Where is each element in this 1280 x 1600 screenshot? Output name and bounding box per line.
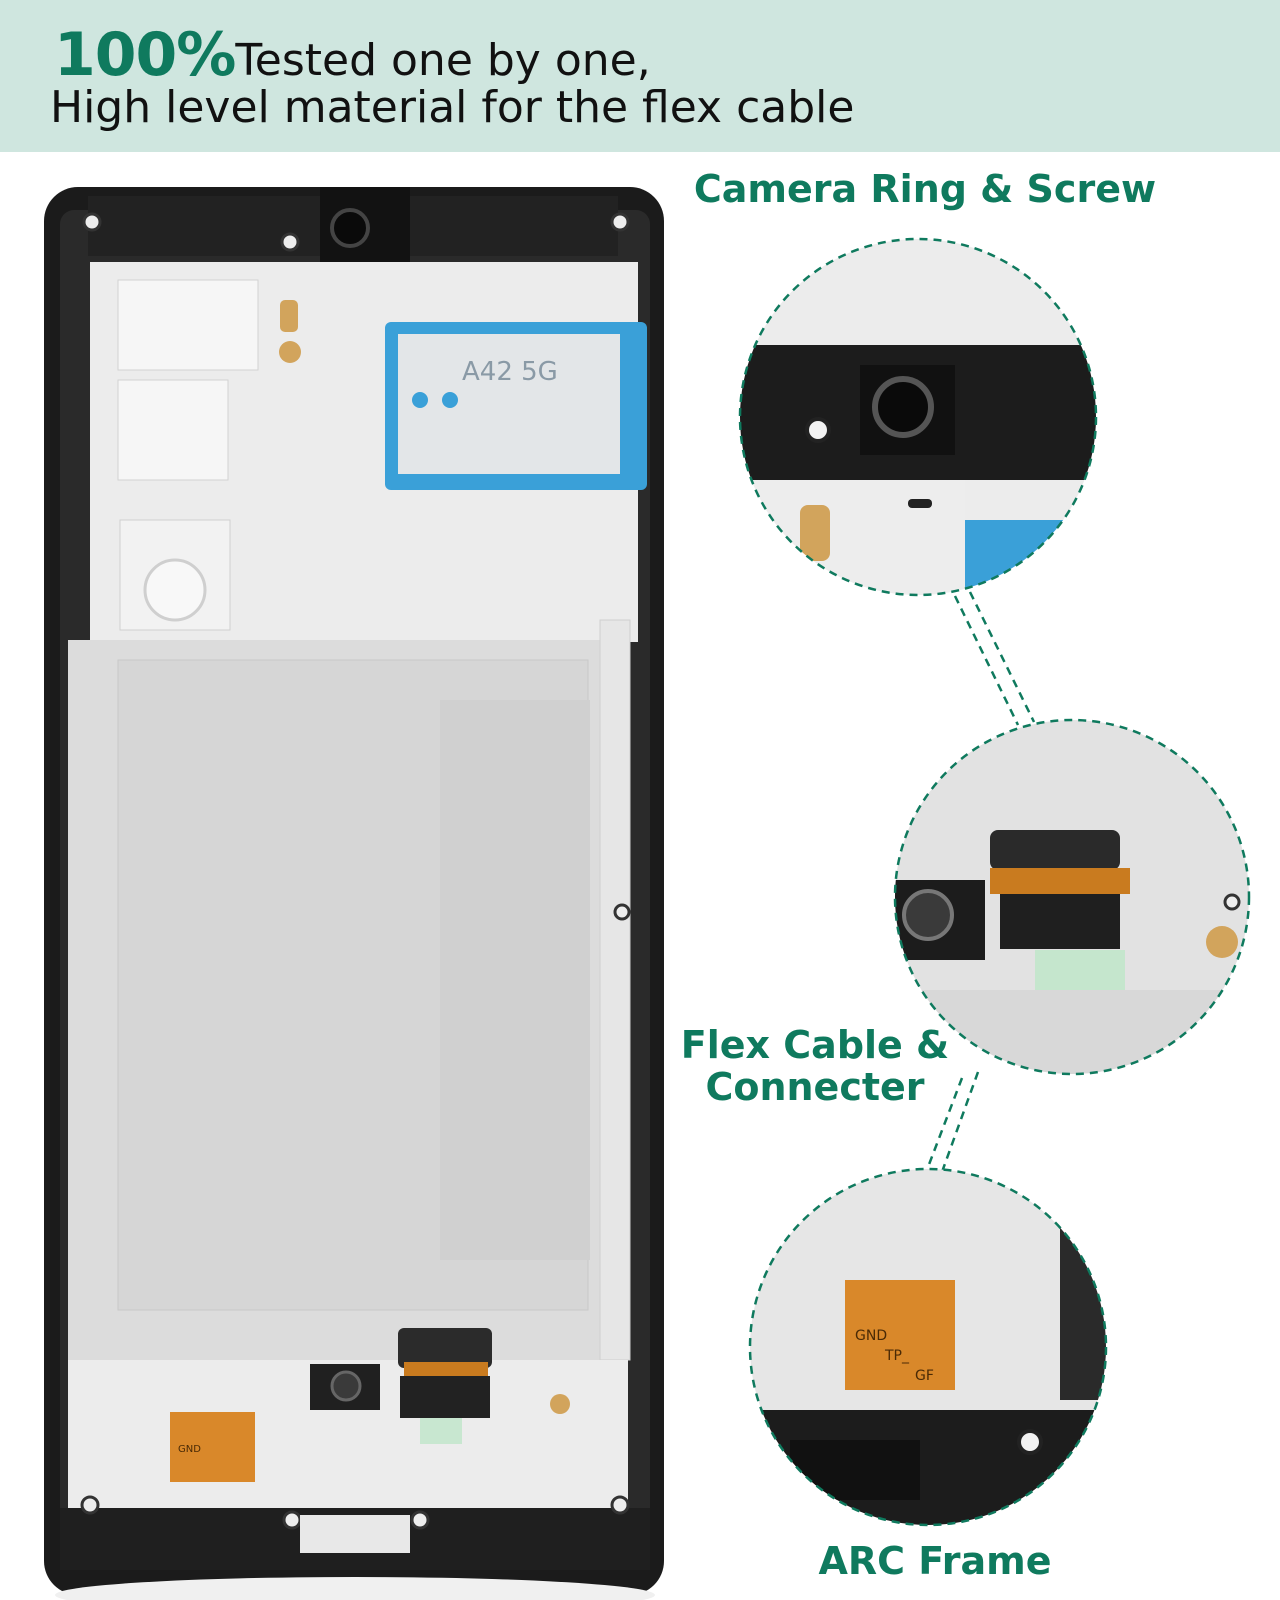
lcd-frame-assembly: A42 5G GND — [44, 187, 664, 1600]
flex-cable-orange — [170, 1412, 255, 1482]
headline-line-1: 100%Tested one by one, — [54, 20, 651, 90]
headline-line-2: High level material for the flex cable — [50, 82, 855, 133]
zoom-circle-arc-frame: GND TP_ GF — [748, 1167, 1108, 1527]
arc-gnd-text: GND — [855, 1328, 887, 1344]
headline-percent: 100% — [54, 20, 236, 90]
screw-icon — [805, 417, 831, 443]
callout-flex-line-1: Flex Cable & — [680, 1023, 950, 1067]
sticker-model-text: A42 5G — [462, 357, 558, 387]
callout-arc-frame: ARC Frame — [818, 1539, 1052, 1583]
arc-screw-icon — [1017, 1429, 1043, 1455]
camera-ring-icon — [330, 208, 370, 248]
arc-tp-text: TP_ — [884, 1348, 910, 1364]
callout-camera-ring: Camera Ring & Screw — [693, 167, 1157, 211]
zoom-circle-camera — [738, 237, 1098, 597]
callout-flex-line-2: Connecter — [705, 1065, 925, 1109]
headline-line-1-text: Tested one by one, — [235, 35, 651, 86]
callout-flex-cable: Flex Cable & Connecter — [670, 1024, 960, 1108]
camera-ring-zoom-icon — [872, 376, 934, 438]
header-banner — [0, 0, 1280, 152]
arc-gf-text: GF — [915, 1368, 934, 1384]
callout-connectors — [923, 591, 1036, 1176]
flex-gnd-text: GND — [178, 1444, 201, 1455]
